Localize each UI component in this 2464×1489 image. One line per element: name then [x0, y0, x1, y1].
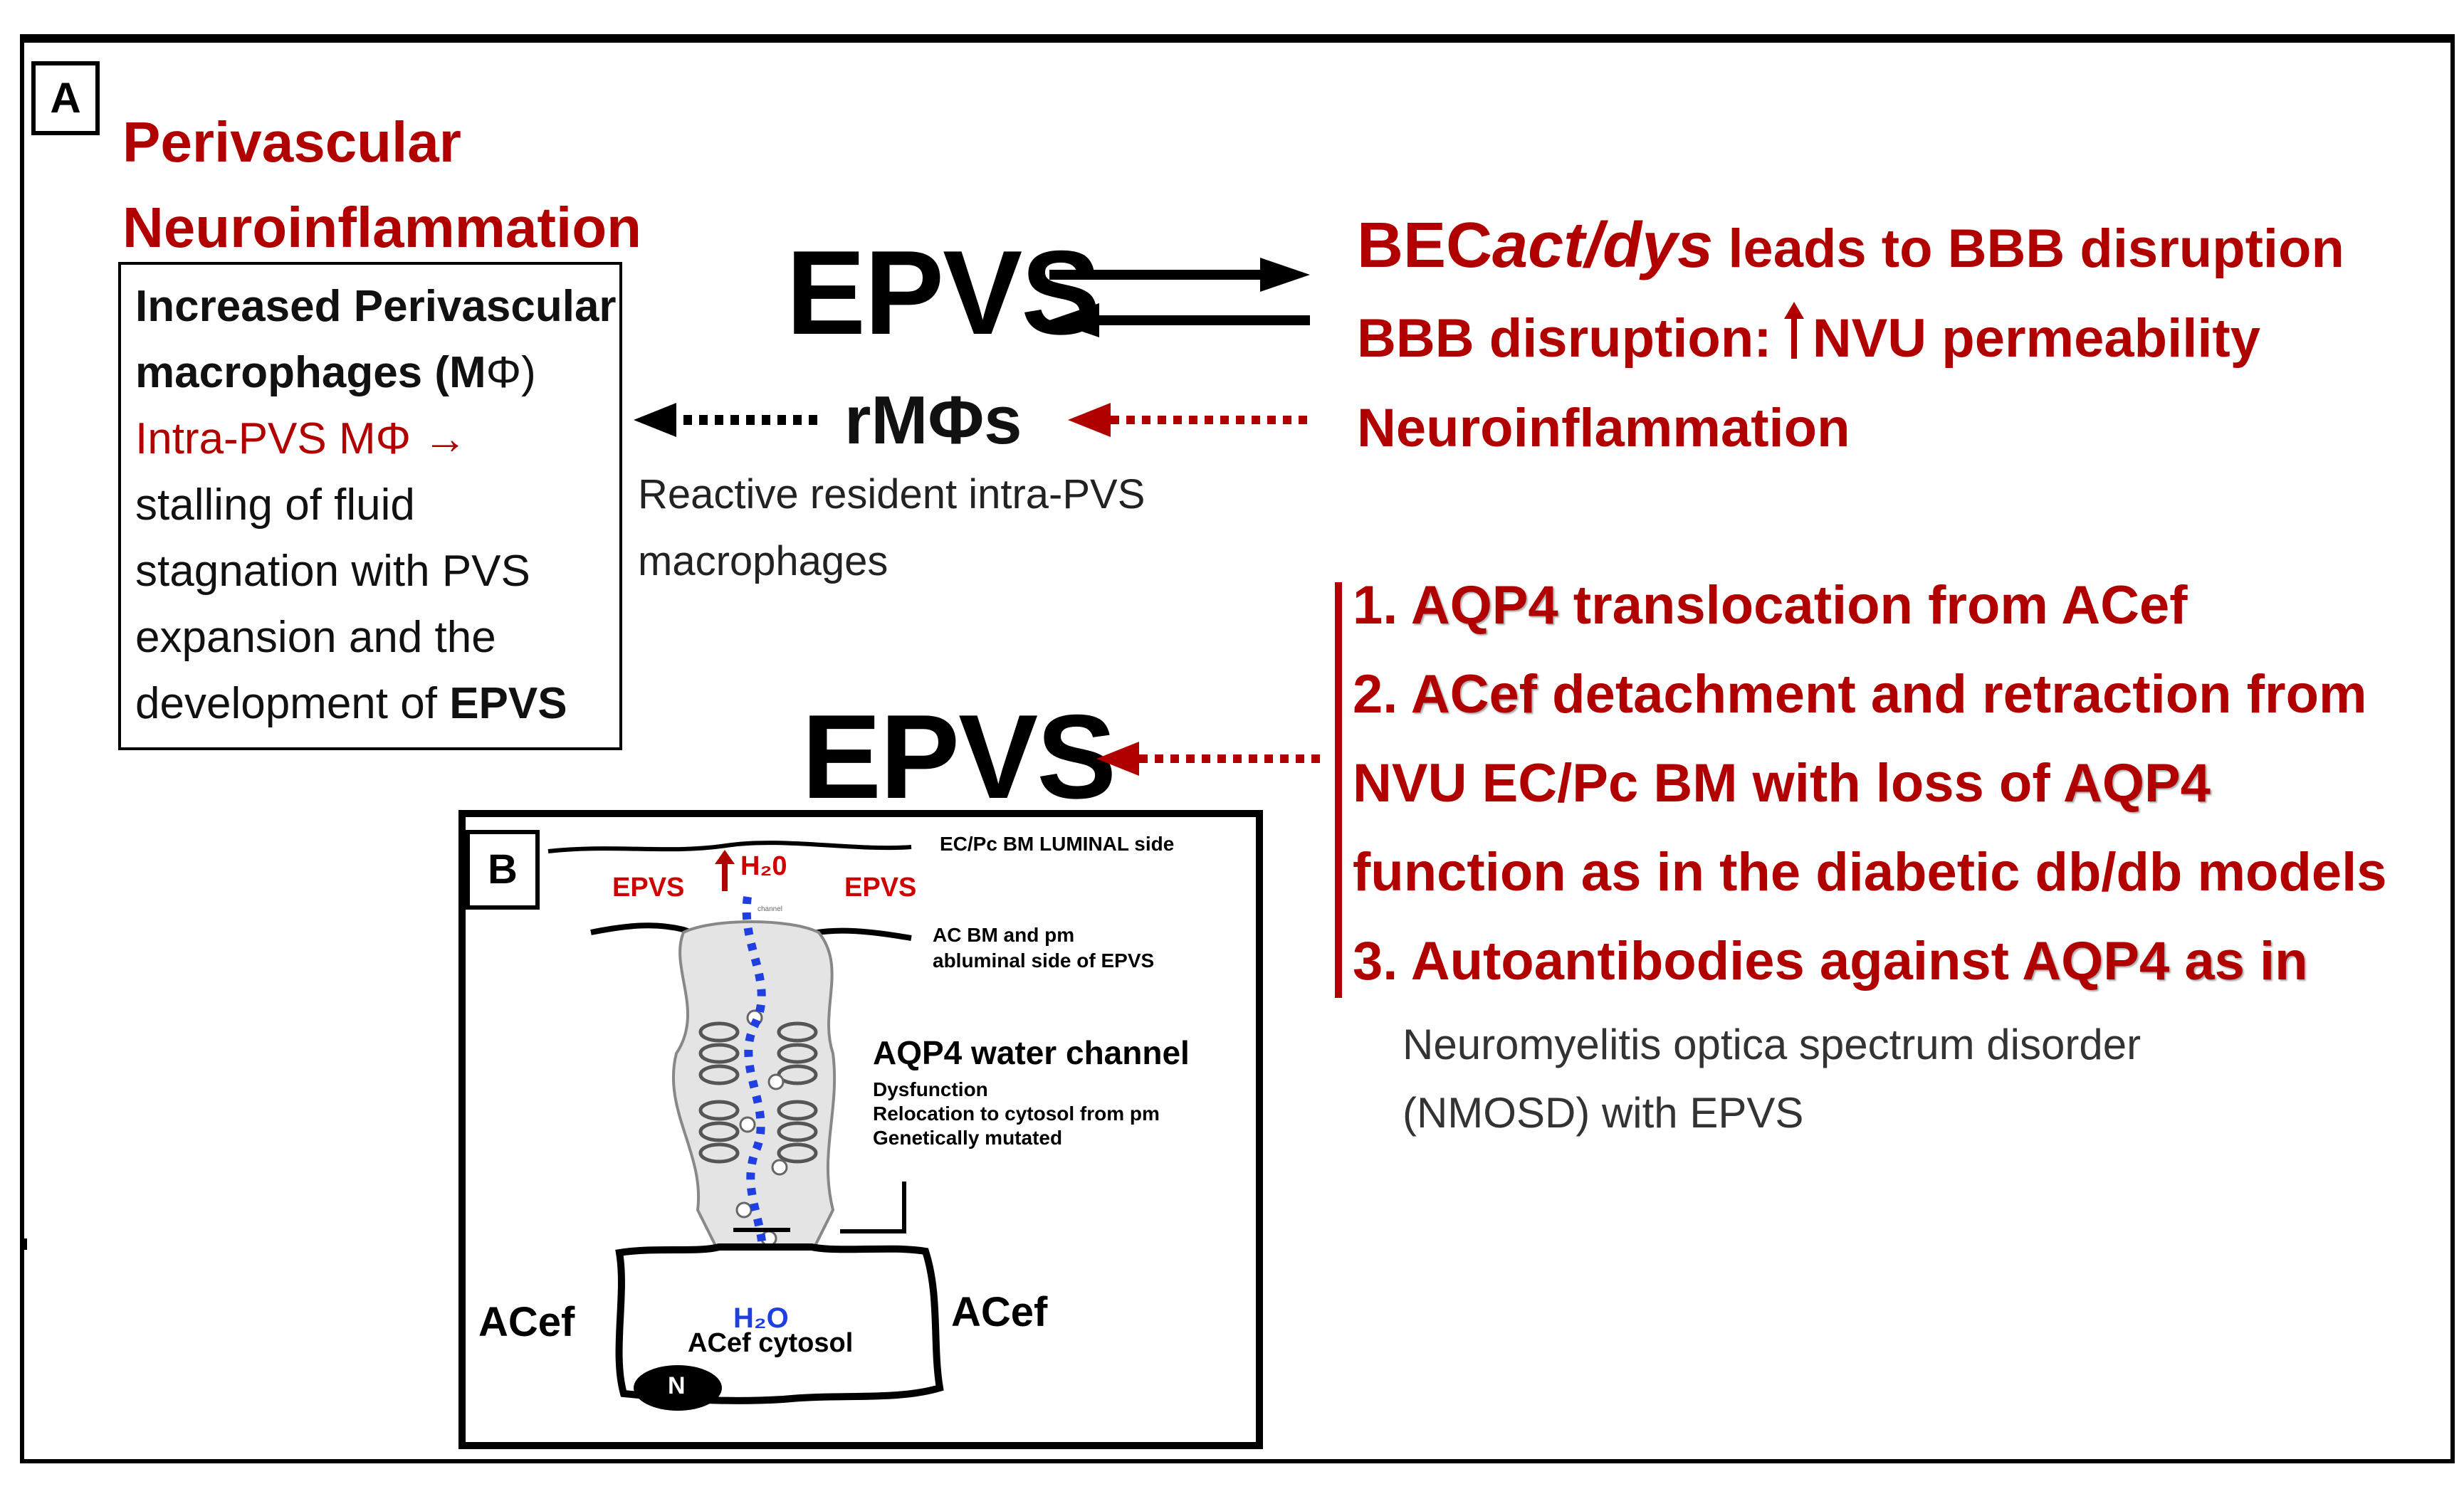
epvs-bottom-label: EPVS — [802, 690, 1116, 824]
list-item-2-cont: NVU EC/Pc BM with loss of AQP4 — [1353, 739, 2387, 828]
panel-a-frame — [20, 34, 2455, 1463]
box-line-2-text: macrophages (M — [135, 348, 486, 397]
reverse-arrowhead-icon — [1049, 303, 1099, 337]
item-3-num: 3. — [1353, 931, 1411, 991]
nmosd-line-1: Neuromyelitis optica spectrum disorder — [1403, 1021, 2141, 1068]
water-path — [742, 896, 767, 1275]
list-item-2-cont2: function as in the diabetic db/db models — [1353, 842, 2387, 903]
title-line-1: Perivascular — [122, 110, 461, 174]
item-3-pre: Autoantibodies against — [1410, 931, 2023, 991]
dotted-arrow-to-box — [634, 403, 819, 437]
bbb-line-2-post: NVU permeability — [1812, 308, 2261, 369]
red-arrowhead-icon-bottom — [1096, 742, 1139, 776]
h2o-top-label: H₂0 — [740, 851, 787, 881]
aqp4-pointer-line — [840, 1182, 906, 1233]
item-3-bold: AQP4 as in — [2022, 931, 2308, 991]
panel-b-label: B — [466, 830, 540, 910]
panel-a-label: A — [31, 61, 100, 135]
ac-bm-line-1: AC BM and pm — [933, 924, 1075, 946]
luminal-label: EC/Pc BM LUMINAL side — [940, 833, 1175, 855]
black-arrowhead-icon — [634, 403, 676, 437]
red-up-arrow-icon — [715, 850, 735, 864]
bbb-line-1-rest: leads to BBB disruption — [1713, 219, 2344, 279]
rmphi-label: rMΦs — [844, 382, 1022, 458]
box-line-6: expansion and the — [135, 613, 496, 662]
dotted-red-arrow-top — [1068, 403, 1310, 437]
ac-bm-line-2: abluminal side of EPVS — [933, 949, 1155, 972]
item-2-cont-bold: AQP4 — [2062, 753, 2211, 814]
bbb-block: BECact/dys leads to BBB disruption BBB d… — [1357, 201, 2344, 473]
equilibrium-arrows — [1049, 258, 1310, 337]
epvs-right-label: EPVS — [844, 873, 917, 903]
nmosd-text: Neuromyelitis optica spectrum disorder (… — [1403, 1011, 2141, 1147]
box-line-5: stagnation with PVS — [135, 547, 530, 596]
list-item-1: 1. AQP4 translocation from ACef — [1353, 561, 2387, 650]
forward-arrowhead-icon — [1260, 258, 1310, 292]
aqp4-detail-1: Dysfunction — [873, 1078, 988, 1100]
box-line-7-bold: EPVS — [449, 679, 567, 728]
title-line-2: Neuroinflammation — [122, 196, 641, 259]
acef-right-label: ACef — [951, 1289, 1048, 1335]
helices-left — [698, 1021, 740, 1164]
channel-residues — [735, 1009, 788, 1247]
box-line-7-text: development of — [135, 679, 450, 728]
acef-left-label: ACef — [478, 1299, 575, 1345]
phi-symbol: Φ — [486, 348, 522, 397]
bbb-line-2-pre: BBB disruption: — [1357, 308, 1787, 369]
up-arrow-icon-svg — [1784, 302, 1804, 359]
aqp4-detail-2: Relocation to cytosol from pm — [873, 1103, 1160, 1125]
rmphi-desc-line-1: Reactive resident intra-PVS — [638, 471, 1146, 517]
box-line-7: development of EPVS — [135, 670, 617, 737]
rmphi-description: Reactive resident intra-PVS macrophages — [638, 461, 1145, 595]
macrophage-box — [118, 262, 622, 750]
panel-a-title: Perivascular Neuroinflammation — [122, 100, 641, 270]
bec-text: BEC — [1357, 210, 1493, 281]
channel-small-label: channel — [757, 905, 783, 913]
box-line-2-close: ) — [521, 348, 536, 397]
red-arrowhead-icon-top — [1068, 403, 1111, 437]
aqp4-detail-3: Genetically mutated — [873, 1127, 1063, 1149]
rmphi-desc-line-2: macrophages — [638, 538, 888, 584]
box-line-3: Intra-PVS MΦ → — [135, 414, 468, 463]
aqp4-list: 1. AQP4 translocation from ACef 2. ACef … — [1353, 561, 2387, 1006]
item-2-bold: ACef — [1410, 664, 1538, 725]
bbb-line-1: BECact/dys leads to BBB disruption — [1357, 201, 2344, 294]
item-2-rest: detachment and retraction from — [1537, 664, 2367, 725]
act-dys-text: act/dys — [1492, 210, 1714, 281]
cytosol-label: ACef cytosol — [688, 1328, 854, 1358]
bbb-line-2: BBB disruption: NVU permeability — [1357, 294, 2344, 384]
item-1-bold: AQP4 — [1410, 575, 1558, 636]
item-1-num: 1. — [1353, 575, 1411, 636]
nucleus-label: N — [668, 1372, 686, 1399]
nmosd-line-2: (NMOSD) with EPVS — [1403, 1089, 1804, 1137]
acef-outline — [615, 1243, 944, 1404]
item-2-num: 2. — [1353, 664, 1411, 725]
nucleus-shape — [634, 1365, 722, 1411]
aqp4-title: AQP4 water channel — [873, 1034, 1190, 1071]
box-line-4: stalling of fluid — [135, 480, 415, 530]
item-1-rest: translocation from ACef — [1558, 575, 2188, 636]
epvs-left-label: EPVS — [612, 873, 685, 903]
box-line-1: Increased Perivascular — [135, 282, 617, 331]
list-item-3: 3. Autoantibodies against AQP4 as in — [1353, 917, 2387, 1006]
box-line-2: macrophages (MΦ) — [135, 340, 617, 406]
list-item-2: 2. ACef detachment and retraction from — [1353, 650, 2387, 739]
luminal-membrane — [547, 841, 912, 853]
aqp4-details: Dysfunction Relocation to cytosol from p… — [873, 1078, 1160, 1150]
epvs-top-label: EPVS — [786, 226, 1101, 359]
bbb-line-3: Neuroinflammation — [1357, 398, 1850, 458]
frame-left-tick — [20, 1238, 27, 1250]
macrophage-box-text: Increased Perivascular macrophages (MΦ) … — [135, 273, 617, 737]
h2o-bottom-label: H₂O — [733, 1303, 789, 1334]
abluminal-membrane-left — [590, 922, 713, 942]
ac-bm-label: AC BM and pm abluminal side of EPVS — [933, 922, 1154, 974]
item-2-cont-pre: NVU EC/Pc BM with loss of — [1353, 753, 2063, 814]
dotted-red-arrow-bottom — [1096, 742, 1324, 776]
